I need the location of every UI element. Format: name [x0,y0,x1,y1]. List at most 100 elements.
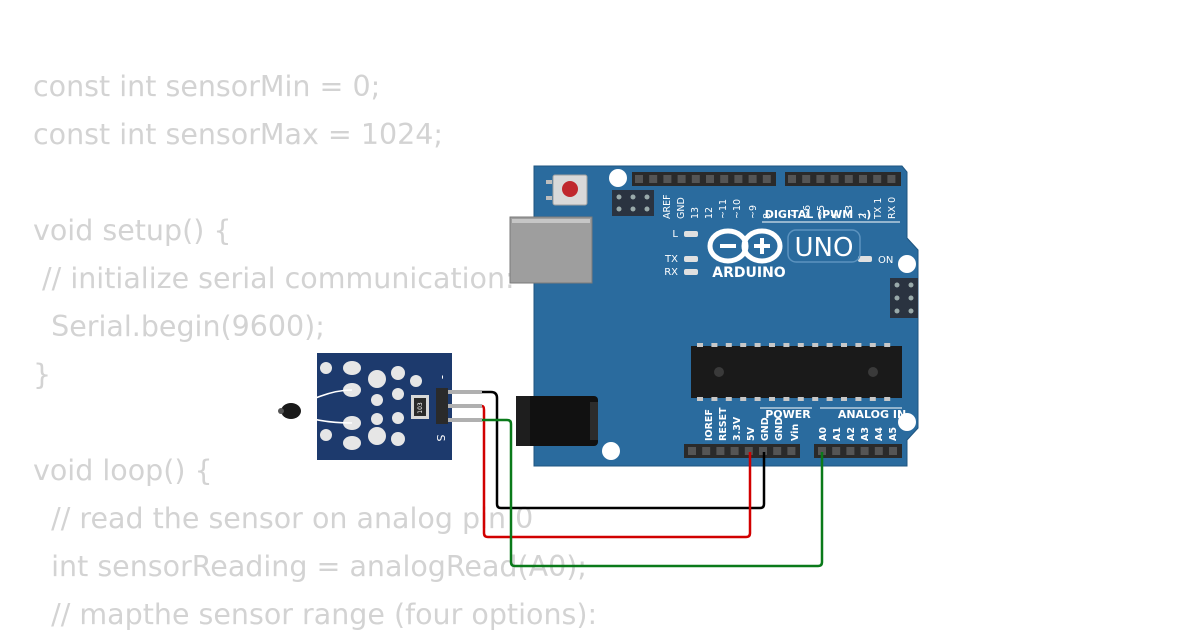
header-pin[interactable] [844,175,853,183]
code-line: Serial.begin(9600); [33,310,325,343]
header-pin[interactable] [830,175,839,183]
digital-pin-label: GND [676,197,687,219]
digital-pin-label: 7 [788,213,799,219]
module-pin-signal-label: S [434,435,447,442]
mounting-hole [609,169,627,187]
power-pin-label: 3.3V [732,416,743,441]
led-tx: TX [664,254,698,265]
power-pin-label: IOREF [704,409,715,441]
analog-header-label: ANALOG IN [838,408,906,421]
mounting-hole [898,413,916,431]
code-line: const int sensorMin = 0; [33,70,381,103]
header-pin[interactable] [859,175,867,183]
header-pin[interactable] [787,447,796,455]
mounting-hole [898,255,916,273]
digital-pin-label: ~11 [718,199,729,219]
analog-pin-label: A3 [860,427,871,441]
header-pin[interactable] [706,175,714,183]
svg-text:L: L [672,229,678,240]
arduino-logo-text: ARDUINO [712,265,786,281]
header-pin[interactable] [730,447,739,455]
temperature-sensor-module[interactable]: 103 - S [278,353,482,460]
power-header [684,444,800,458]
power-pin-label: 5V [746,426,757,441]
digital-pin-label: ~5 [816,205,827,219]
header-pin[interactable] [677,175,686,183]
module-pcb [317,353,452,460]
header-pin[interactable] [702,447,711,455]
header-pin[interactable] [744,447,753,455]
digital-pin-label: ~3 [844,205,855,219]
code-line: // initialize serial communication: [33,262,515,295]
digital-header-label: DIGITAL (PWM ~) [765,208,872,221]
digital-pin-label: AREF [662,194,673,219]
code-line: void setup() { [33,214,232,247]
power-pin-label: GND [760,417,771,441]
header-pin[interactable] [649,175,658,183]
digital-pin-label: ~10 [732,199,743,219]
digital-pin-label: 12 [704,207,715,219]
led-l: L [672,229,698,240]
icsp-header-right [890,278,918,318]
microcontroller-chip [691,343,902,401]
wire-signal[interactable] [482,418,824,568]
digital-pin-label: ~6 [802,205,813,219]
code-line: const int sensorMax = 1024; [33,118,443,151]
icsp-header [612,190,654,216]
header-pin[interactable] [716,447,725,455]
header-pin[interactable] [816,175,825,183]
reset-button[interactable] [546,174,588,206]
analog-header [814,444,902,458]
header-pin[interactable] [635,175,643,183]
header-pin[interactable] [889,447,897,455]
svg-text:RX: RX [664,267,678,278]
digital-pin-label: 4 [830,213,841,219]
usb-connector [509,216,593,284]
header-pin[interactable] [773,447,782,455]
svg-text:103: 103 [417,402,424,414]
power-jack [516,396,598,446]
header-pin[interactable] [874,447,883,455]
header-pin[interactable] [720,175,729,183]
header-pin[interactable] [759,447,767,455]
header-pin[interactable] [846,447,855,455]
code-line: void loop() { [33,454,213,487]
power-header-label: POWER [765,408,811,421]
analog-pin-label: A4 [874,427,885,441]
resistor: 103 [411,395,429,419]
header-pin[interactable] [663,175,672,183]
header-pin[interactable] [748,175,757,183]
wires [481,390,824,568]
digital-pin-label: 8 [762,213,773,219]
wire-gnd[interactable] [482,390,766,510]
mounting-hole [602,442,620,460]
header-pin[interactable] [832,447,841,455]
power-pin-label: GND [774,417,785,441]
module-pin-minus-label: - [436,375,450,379]
header-pin[interactable] [788,175,796,183]
digital-pin-label: RX 0 [887,197,898,219]
arduino-logo-icon [707,228,783,264]
led-rx: RX [664,267,698,278]
svg-text:TX: TX [664,254,678,265]
header-pin[interactable] [802,175,811,183]
digital-pin-label: TX 1 [873,198,884,220]
header-pin[interactable] [887,175,896,183]
thermistor [278,389,353,424]
wire-5v[interactable] [481,404,752,539]
code-line: } [33,358,52,391]
code-line: // mapthe sensor range (four options): [33,598,598,631]
header-pin[interactable] [873,175,882,183]
analog-pin-label: A5 [888,427,899,441]
header-pin[interactable] [860,447,869,455]
header-pin[interactable] [688,447,696,455]
header-pin[interactable] [691,175,700,183]
header-pin[interactable] [818,447,826,455]
header-pin[interactable] [734,175,743,183]
module-header-pins [436,388,482,424]
analog-pin-label: A0 [818,427,829,441]
header-pin[interactable] [762,175,771,183]
led-on: ON [858,255,893,266]
